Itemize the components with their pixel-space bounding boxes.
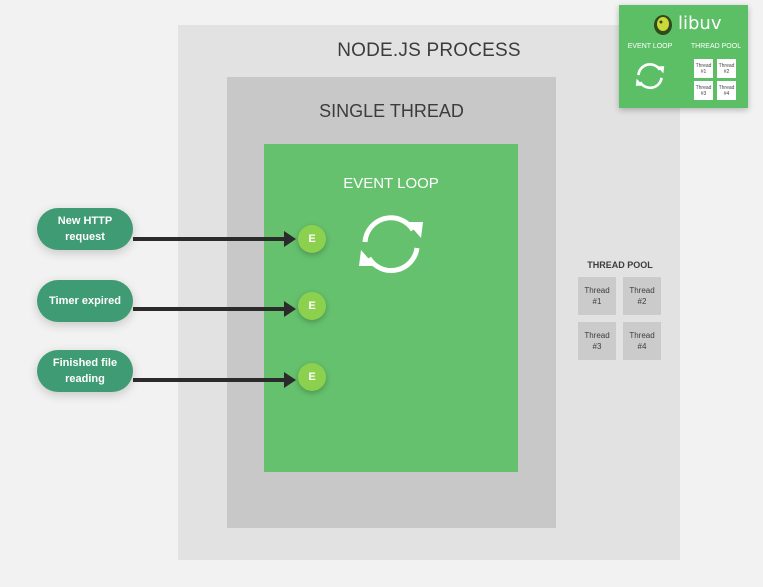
libuv-dinosaur-logo-icon <box>654 15 672 35</box>
arrow-line <box>133 378 286 382</box>
thread-box: Thread #1 <box>578 277 616 315</box>
event-marker: E <box>298 292 326 320</box>
event-pill-label: New HTTP request <box>57 215 113 243</box>
event-pill-file-reading: Finished file reading <box>37 350 133 392</box>
thread-label: Thread #3 <box>584 331 610 351</box>
arrow-head-icon <box>284 372 296 388</box>
arrow-head-icon <box>284 231 296 247</box>
arrow-head-icon <box>284 301 296 317</box>
mini-cycle-arrows-icon <box>635 63 665 90</box>
thread-label: Thread #2 <box>629 286 655 306</box>
mini-thread-box: Thread #3 <box>694 81 713 100</box>
libuv-event-loop-label: EVENT LOOP <box>627 43 673 50</box>
event-loop-title: EVENT LOOP <box>343 175 439 192</box>
event-marker: E <box>298 225 326 253</box>
mini-thread-box: Thread #4 <box>717 81 736 100</box>
event-pill-timer-expired: Timer expired <box>37 280 133 322</box>
thread-box: Thread #3 <box>578 322 616 360</box>
mini-thread-label: Thread #1 <box>695 62 712 75</box>
mini-thread-box: Thread #2 <box>717 59 736 78</box>
arrow-line <box>133 237 286 241</box>
mini-thread-label: Thread #4 <box>718 84 735 97</box>
mini-thread-label: Thread #3 <box>695 84 712 97</box>
thread-box: Thread #2 <box>623 277 661 315</box>
event-pill-label: Timer expired <box>49 295 121 307</box>
mini-thread-label: Thread #2 <box>718 62 735 75</box>
cycle-arrows-icon <box>359 215 423 273</box>
event-pill-http-request: New HTTP request <box>37 208 133 250</box>
thread-label: Thread #4 <box>629 331 655 351</box>
libuv-name: libuv <box>678 13 722 34</box>
nodejs-process-title: NODE.JS PROCESS <box>337 40 521 61</box>
single-thread-title: SINGLE THREAD <box>319 101 464 121</box>
thread-pool-title: THREAD POOL <box>587 260 653 270</box>
thread-label: Thread #1 <box>584 286 610 306</box>
event-marker: E <box>298 363 326 391</box>
thread-box: Thread #4 <box>623 322 661 360</box>
event-pill-label: Finished file reading <box>52 357 118 385</box>
arrow-line <box>133 307 286 311</box>
libuv-thread-pool-label: THREAD POOL <box>690 43 742 50</box>
mini-thread-box: Thread #1 <box>694 59 713 78</box>
